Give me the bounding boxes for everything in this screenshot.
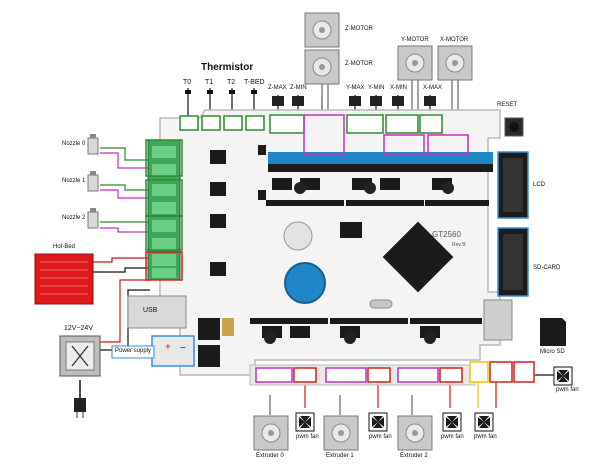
- mcu-chip: [382, 221, 454, 293]
- stepper-driver-sockets: [250, 200, 489, 324]
- extruder2-label: Extruder 2: [400, 453, 428, 459]
- pwm-fan-label-3: pwm fan: [441, 434, 464, 440]
- power-terminal-block: [147, 139, 181, 281]
- power-supply-label: Power supply: [115, 348, 152, 354]
- supply-voltage-label: 12V~24V: [64, 325, 93, 332]
- fan-icon: [368, 412, 388, 432]
- x-motor: [437, 45, 473, 81]
- usb-connector: [127, 295, 187, 329]
- nozzle2-heater: [87, 208, 99, 229]
- board-name: GT2560: [432, 230, 461, 239]
- endstop-switches: [272, 96, 436, 106]
- t1-label: T1: [205, 79, 214, 86]
- nozzle0-wire-b: [100, 152, 150, 169]
- nozzle2-label: Nozzle 2: [62, 215, 86, 221]
- micro-sd-card: [540, 318, 566, 346]
- polyfuses: [198, 318, 234, 367]
- nozzle1-wire-b: [100, 189, 150, 199]
- extruder-motors: [253, 415, 433, 451]
- thermistor-title: Thermistor: [201, 62, 254, 73]
- stepper-motors-top: [304, 12, 473, 85]
- z-motor-label-top: Z-MOTOR: [345, 26, 373, 32]
- mosfet-array: [210, 145, 266, 276]
- endstop-connectors: [269, 114, 469, 156]
- usb-chip: [340, 222, 362, 238]
- y-motor: [397, 45, 433, 81]
- usb-label: USB: [143, 307, 158, 314]
- nozzle1-heater: [87, 171, 99, 192]
- power-supply-label-box: [111, 345, 155, 359]
- hot-bed: [34, 253, 94, 305]
- extruder1-label: Extruder 1: [326, 453, 354, 459]
- lcd-header: [497, 151, 529, 219]
- controller-board: GT2560 Rev B + −: [127, 109, 529, 386]
- thermistor-connectors: [179, 115, 265, 131]
- extruder0-motor: [253, 415, 289, 451]
- tbed-label: T-BED: [244, 79, 265, 86]
- y-min-label: Y-MIN: [368, 85, 385, 91]
- t2-label: T2: [227, 79, 236, 86]
- nozzles: [87, 134, 99, 229]
- sd-card-label: SD-CARD: [533, 265, 561, 271]
- power-supply-unit: [59, 335, 101, 377]
- psu-wire-red: [100, 279, 150, 343]
- y-motor-label: Y-MOTOR: [401, 37, 429, 43]
- fans: [295, 366, 573, 432]
- micro-sd-label: Micro SD: [540, 349, 565, 355]
- fan-icon: [295, 412, 315, 432]
- capacitors: [264, 182, 454, 344]
- bottom-connectors: [255, 361, 535, 383]
- hot-bed-label: Hot-Bed: [53, 244, 76, 250]
- pwm-fan-label-1: pwm fan: [296, 434, 319, 440]
- fan-icon: [553, 366, 573, 386]
- x-min-label: X-MIN: [390, 85, 407, 91]
- z-max-label: Z-MAX: [268, 85, 287, 91]
- lcd-label: LCD: [533, 182, 546, 188]
- nozzle0-label: Nozzle 0: [62, 141, 86, 147]
- fan-icon: [442, 412, 462, 432]
- x-motor-label: X-MOTOR: [440, 37, 469, 43]
- extruder0-label: Extruder 0: [256, 453, 284, 459]
- pwm-fan-label-4: pwm fan: [474, 434, 497, 440]
- buzzer: [283, 221, 313, 251]
- nozzle1-wire: [100, 184, 150, 191]
- micro-sd-slot: [483, 299, 513, 341]
- extruder2-motor: [397, 415, 433, 451]
- reset-label: RESET: [497, 102, 518, 108]
- t0-label: T0: [183, 79, 192, 86]
- nozzle2-terminal-highlight: [145, 215, 183, 251]
- hotbed-wire-red: [93, 257, 150, 263]
- fan-icon: [474, 412, 494, 432]
- crystal: [369, 299, 393, 309]
- nozzle0-terminal-highlight: [145, 139, 183, 177]
- pwm-fan-label-2: pwm fan: [369, 434, 392, 440]
- z-min-label: Z-MIN: [290, 85, 307, 91]
- hotbed-terminal-highlight: [145, 251, 183, 281]
- mains-plug: [74, 398, 86, 418]
- coin-cell-battery: [284, 262, 326, 304]
- z-motor-2: [304, 49, 340, 85]
- plus-symbol: +: [165, 342, 171, 353]
- hotbed-wire-black: [93, 267, 150, 273]
- z-motor-label-bottom: Z-MOTOR: [345, 61, 373, 67]
- nozzle1-label: Nozzle 1: [62, 178, 86, 184]
- nozzle0-wire: [100, 147, 150, 161]
- reset-button-cap: [509, 122, 519, 132]
- minus-symbol: −: [180, 343, 186, 354]
- x-max-label: X-MAX: [423, 85, 443, 91]
- board-rev: Rev B: [452, 242, 466, 248]
- power-input-terminal: [151, 335, 195, 367]
- z-motor-1: [304, 12, 340, 48]
- pwm-fan-label-5: pwm fan: [556, 387, 579, 393]
- nozzle0-heater: [87, 134, 99, 155]
- extruder1-motor: [323, 415, 359, 451]
- y-max-label: Y-MAX: [346, 85, 365, 91]
- sd-card-header: [497, 227, 529, 297]
- thermistor-probes: [185, 90, 257, 94]
- nozzle2-wire-b: [100, 227, 150, 233]
